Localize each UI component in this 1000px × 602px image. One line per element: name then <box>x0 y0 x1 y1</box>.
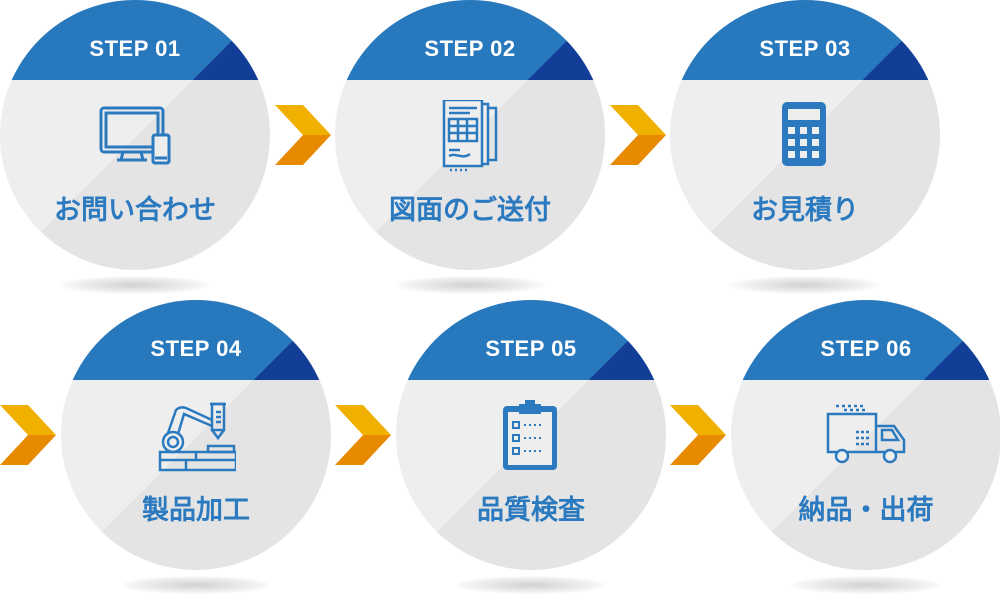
shadow <box>730 276 880 294</box>
drawing-documents-icon <box>442 100 498 172</box>
arrow-right-icon <box>670 405 726 465</box>
arrow-right-icon <box>0 405 56 465</box>
step-label: STEP 06 <box>820 336 912 361</box>
step-band <box>0 0 270 80</box>
step-title: 納品・出荷 <box>798 495 934 525</box>
step-label: STEP 01 <box>89 36 181 61</box>
step-band <box>731 300 1000 380</box>
shadow <box>60 276 210 294</box>
step-02: STEP 02 図面のご送付 <box>335 0 605 300</box>
step-title: 製品加工 <box>142 495 250 525</box>
step-01: STEP 01 お問い合わせ <box>0 0 270 300</box>
step-title: 図面のご送付 <box>389 195 551 225</box>
shadow <box>791 576 941 594</box>
calculator-icon <box>782 102 826 166</box>
step-label: STEP 04 <box>150 336 242 361</box>
monitor-phone-icon <box>99 106 171 165</box>
step-circle: STEP 04 製品加工 <box>61 300 331 570</box>
step-circle: STEP 02 図面のご送付 <box>335 0 605 270</box>
step-title: お見積り <box>751 195 859 225</box>
clipboard-checklist-icon <box>503 400 557 470</box>
step-band <box>670 0 940 80</box>
step-band <box>396 300 666 380</box>
step-circle: STEP 01 お問い合わせ <box>0 0 270 270</box>
step-05: STEP 05 品質検査 <box>396 300 666 600</box>
step-label: STEP 03 <box>759 36 851 61</box>
step-band <box>335 0 605 80</box>
step-title: お問い合わせ <box>54 195 216 225</box>
step-circle: STEP 06 納品・出荷 <box>731 300 1000 570</box>
step-circle: STEP 05 品質検査 <box>396 300 666 570</box>
step-circle: STEP 03 お見積り <box>670 0 940 270</box>
arrow-right-icon <box>275 105 331 165</box>
step-03: STEP 03 お見積り <box>670 0 940 300</box>
arrow-right-icon <box>335 405 391 465</box>
step-06: STEP 06 納品・出荷 <box>731 300 1000 600</box>
delivery-truck-icon <box>826 404 906 464</box>
shadow <box>395 276 545 294</box>
shadow <box>121 576 271 594</box>
step-04: STEP 04 製品加工 <box>61 300 331 600</box>
shadow <box>456 576 606 594</box>
step-band <box>61 300 331 380</box>
arrow-right-icon <box>610 105 666 165</box>
step-label: STEP 05 <box>485 336 577 361</box>
step-label: STEP 02 <box>424 36 516 61</box>
robot-arm-icon <box>158 402 236 472</box>
step-title: 品質検査 <box>477 495 585 525</box>
